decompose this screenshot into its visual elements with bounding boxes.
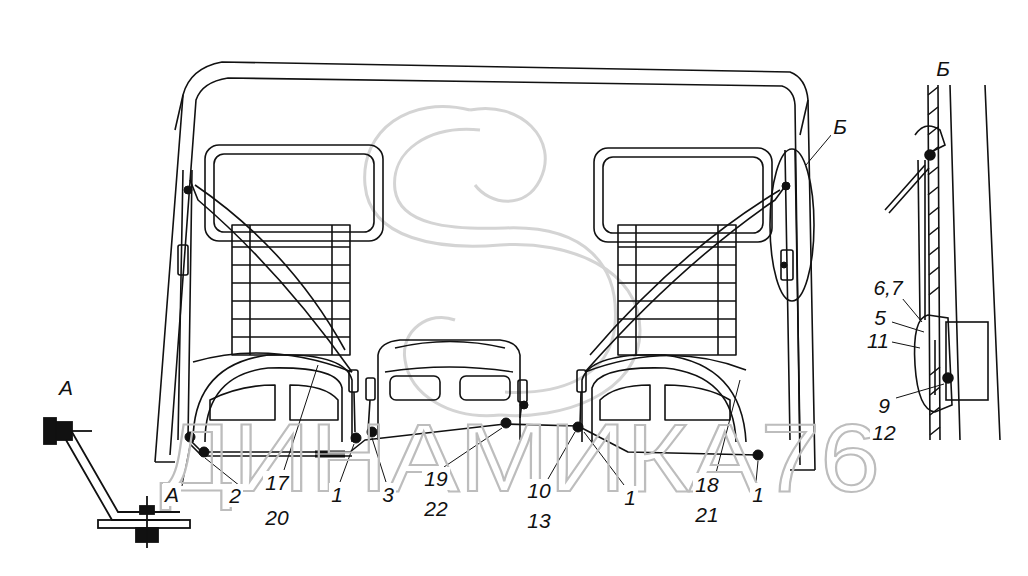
callout-number: 17 <box>263 471 290 494</box>
callout-number: 1 <box>750 483 766 506</box>
callout-number: Б <box>831 115 849 138</box>
callout-number: 6,7 <box>871 276 904 299</box>
callout-number: А <box>163 483 181 506</box>
callout-number: 1 <box>622 486 638 509</box>
callout-number: А <box>57 376 75 399</box>
callout-number: 18 <box>693 473 720 496</box>
callout-number: 2 <box>227 484 243 507</box>
callout-number: 13 <box>525 509 552 532</box>
cab-body <box>155 62 815 470</box>
callout-number: 22 <box>422 497 449 520</box>
callout-number: 19 <box>422 467 449 490</box>
callout-number: 21 <box>693 503 720 526</box>
callout-number: 3 <box>380 483 396 506</box>
callout-number: 20 <box>263 506 290 529</box>
callout-number: 1 <box>329 483 345 506</box>
callout-number: 12 <box>870 421 897 444</box>
callout-number: 11 <box>865 329 891 352</box>
callout-number: 10 <box>525 479 552 502</box>
callout-number: 9 <box>876 394 892 417</box>
callout-number: Б <box>934 57 952 80</box>
logo-watermark <box>365 107 640 416</box>
detail-b <box>885 85 1000 440</box>
callout-number: 5 <box>872 306 888 329</box>
